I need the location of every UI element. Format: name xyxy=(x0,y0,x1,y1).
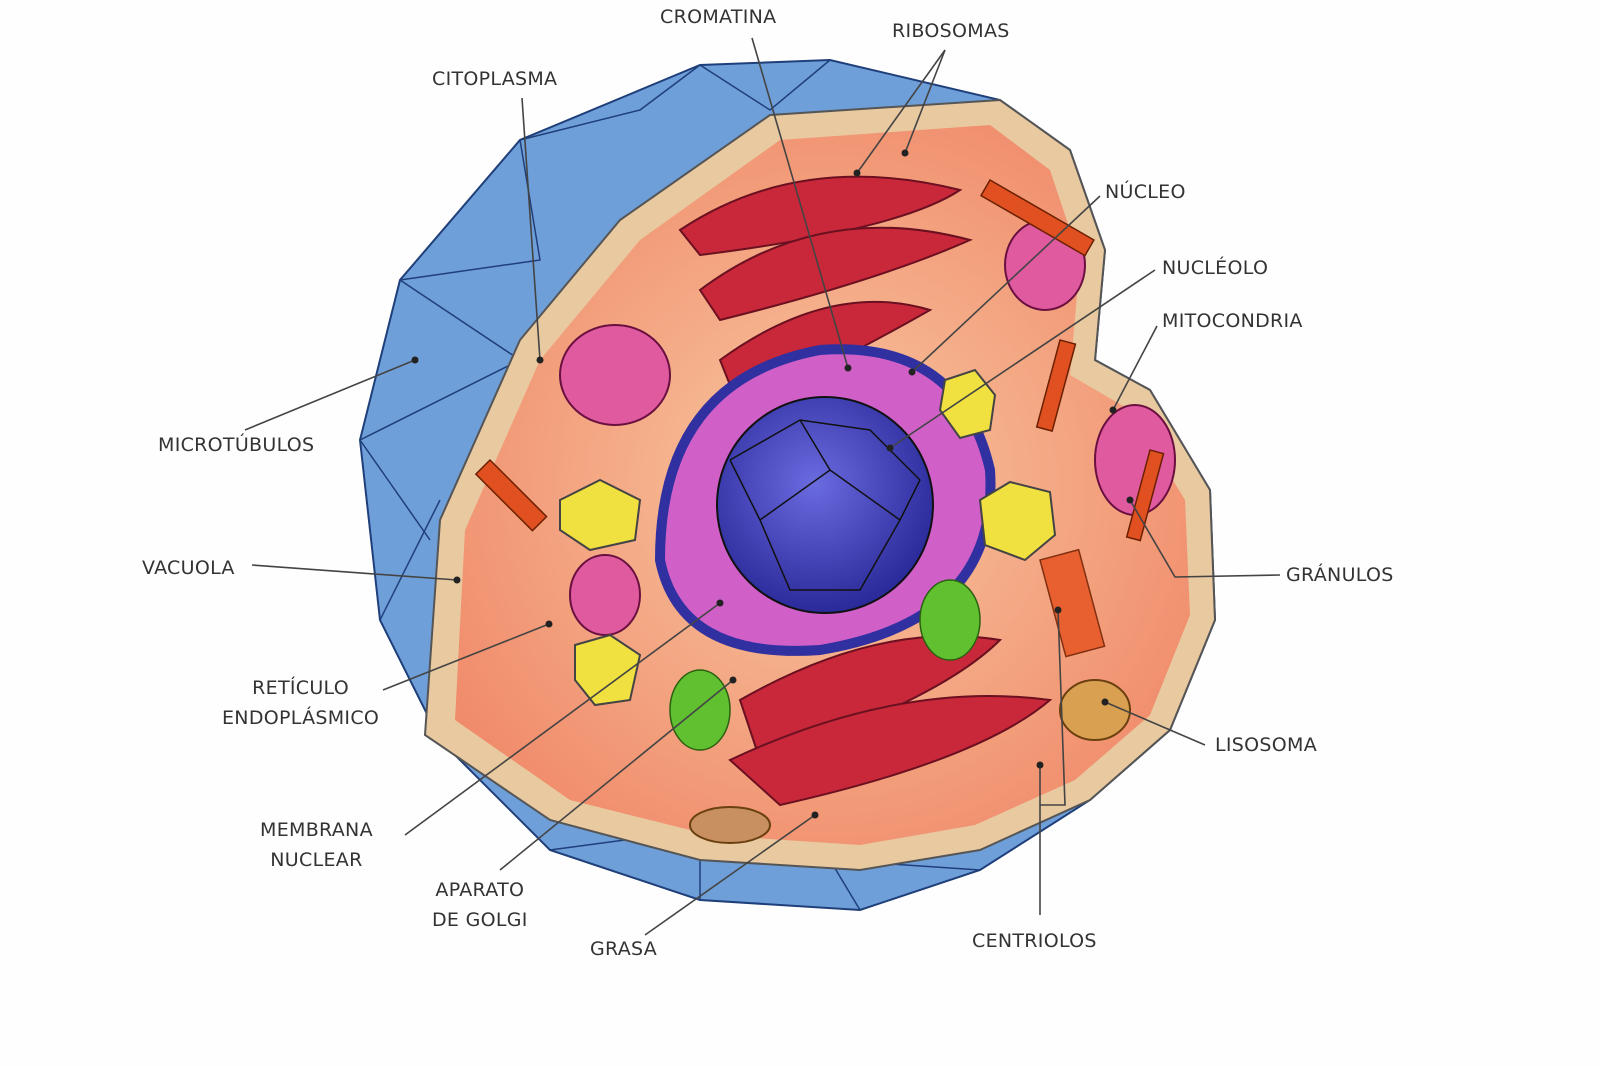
golgi xyxy=(669,579,981,751)
label-reticulo-endoplasmico: RETÍCULO ENDOPLÁSMICO xyxy=(222,673,379,733)
leader-lines xyxy=(244,37,1281,936)
label-grasa: GRASA xyxy=(590,938,658,960)
label-ribosomas: RIBOSOMAS xyxy=(892,20,1010,42)
label-nucleo: NÚCLEO xyxy=(1105,181,1186,203)
label-granulos: GRÁNULOS xyxy=(1286,564,1394,586)
nucleolus-mesh xyxy=(729,419,921,591)
label-mitocondria: MITOCONDRIA xyxy=(1162,310,1303,332)
label-lisosoma: LISOSOMA xyxy=(1215,734,1318,756)
label-citoplasma: CITOPLASMA xyxy=(432,68,558,90)
nucleolus xyxy=(716,396,934,614)
centrioles xyxy=(1039,548,1106,658)
label-nucleolo: NUCLÉOLO xyxy=(1162,257,1269,279)
label-vacuola: VACUOLA xyxy=(142,557,235,579)
label-golgi-line2: DE GOLGI xyxy=(432,909,528,931)
label-reticulo-line2: ENDOPLÁSMICO xyxy=(222,707,380,729)
label-aparato-de-golgi: APARATO DE GOLGI xyxy=(432,875,528,935)
vacuoles xyxy=(559,368,1057,707)
fat-droplet xyxy=(689,806,771,844)
lysosome xyxy=(1059,679,1131,741)
granules xyxy=(474,178,1165,542)
endoplasmic-reticulum xyxy=(678,175,1053,807)
label-microtubulos: MICROTÚBULOS xyxy=(158,434,315,456)
label-membrana-nuclear: MEMBRANA NUCLEAR xyxy=(260,815,373,875)
label-centriolos: CENTRIOLOS xyxy=(972,930,1097,952)
label-golgi-line1: APARATO xyxy=(435,879,525,901)
label-membrana-line1: MEMBRANA xyxy=(260,819,373,841)
leader-dots xyxy=(411,149,1134,819)
label-cromatina: CROMATINA xyxy=(660,6,777,28)
label-membrana-line2: NUCLEAR xyxy=(270,849,363,871)
label-reticulo-line1: RETÍCULO xyxy=(252,677,350,699)
